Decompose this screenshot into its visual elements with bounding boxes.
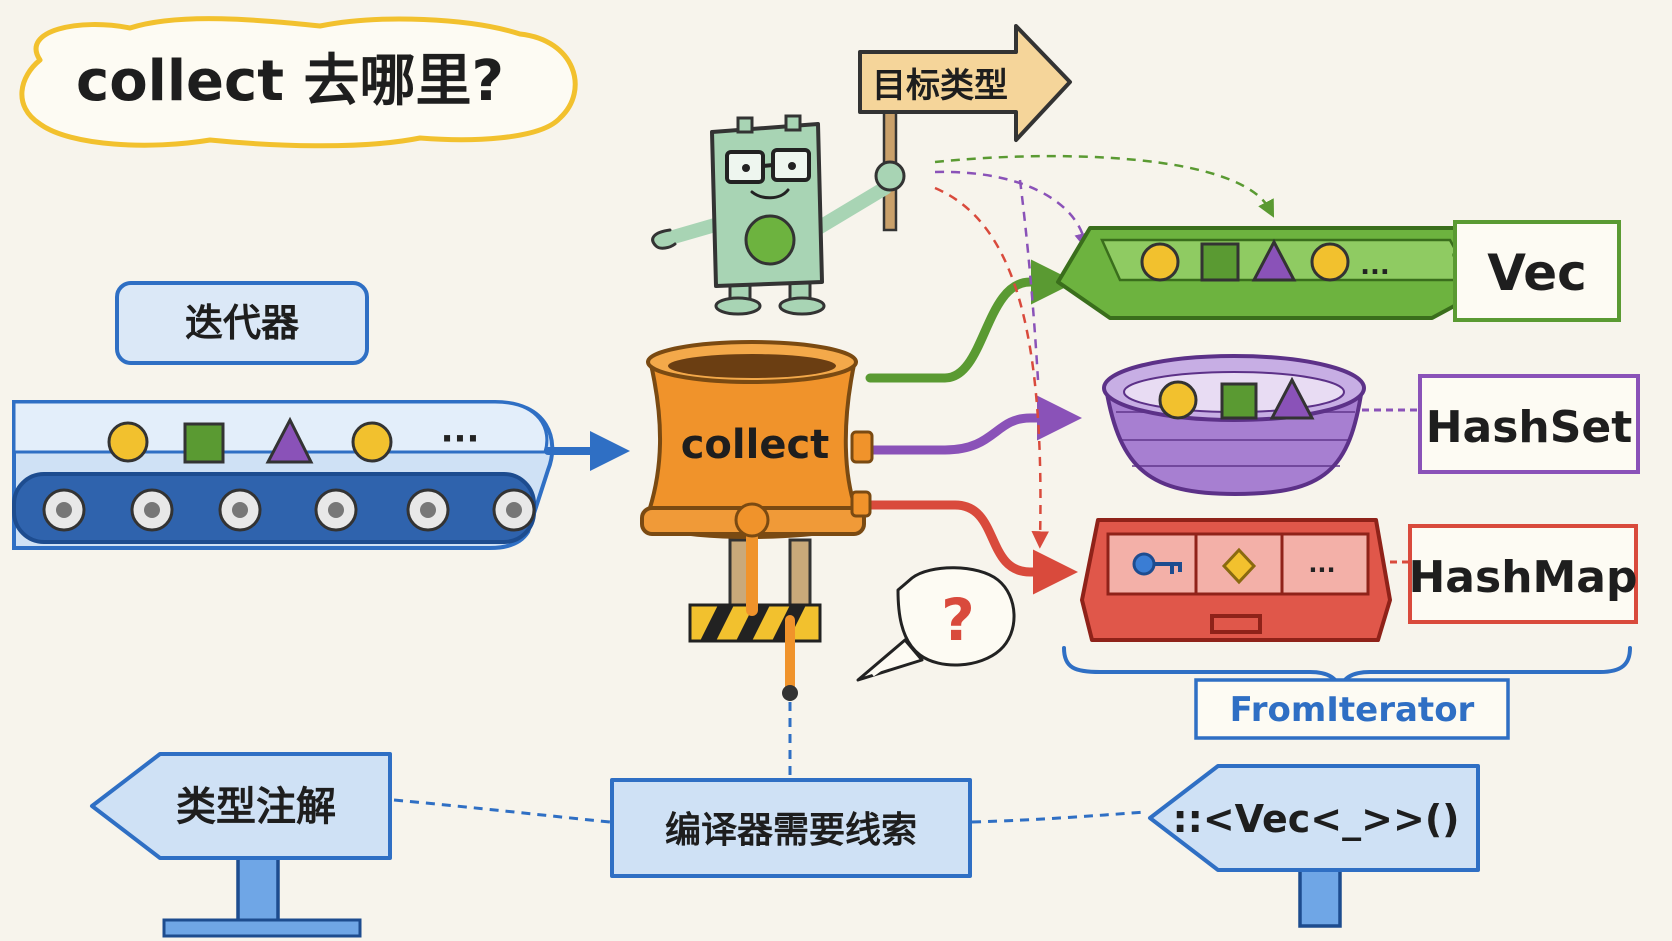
page-title: collect 去哪里? [76, 49, 504, 114]
purple-triangle-icon [1251, 238, 1297, 282]
hashmap-target: HashMap [1408, 524, 1638, 624]
green-square-icon [183, 422, 225, 464]
conveyor-items: ··· [107, 416, 480, 464]
hashset-target: HashSet [1418, 374, 1640, 474]
vec-target: Vec [1453, 220, 1621, 322]
key-icon [1132, 552, 1182, 576]
map-ellipsis: ... [1308, 550, 1335, 578]
iterator-label: 迭代器 [185, 301, 300, 345]
target-type-sign: 目标类型 [858, 24, 1072, 142]
hashmap-box: ... [1080, 518, 1392, 642]
hint-line-purple [934, 170, 1092, 251]
vec-label: Vec [1487, 244, 1587, 302]
collect-machine: collect [640, 340, 874, 701]
pipe-to-hashmap [863, 500, 1078, 595]
yellow-circle-icon [1310, 242, 1350, 282]
conveyor-rollers [42, 488, 536, 532]
yellow-circle-icon [351, 421, 393, 463]
iterator-label-box: 迭代器 [115, 281, 369, 365]
turbofish-sign: ::<Vec<_>>() [1148, 764, 1480, 928]
yellow-circle-icon [1158, 380, 1198, 420]
from-iterator-label: FromIterator [1230, 690, 1475, 730]
type-annotation-sign: 类型注解 [90, 752, 392, 938]
lever-knob-icon [782, 685, 798, 701]
green-square-icon [1200, 242, 1240, 282]
yellow-circle-icon [1140, 242, 1180, 282]
title-cloud: collect 去哪里? [19, 16, 578, 149]
compiler-needs-box: 编译器需要线索 [610, 778, 972, 878]
hint-line-purple-long [1018, 179, 1040, 381]
hashset-basket [1102, 354, 1366, 496]
robot-mascot: 目标类型 [651, 24, 1072, 316]
compiler-needs-label: 编译器需要线索 [665, 810, 917, 851]
hint-line-green [934, 154, 1275, 218]
green-button-icon [744, 214, 796, 266]
compiler-to-turbofish-line [971, 810, 1147, 824]
vec-tray: ... [1056, 226, 1497, 320]
hashset-label: HashSet [1426, 402, 1633, 453]
target-type-label: 目标类型 [872, 66, 1008, 106]
question-bubble: ? [856, 566, 1016, 682]
question-mark-icon: ? [941, 586, 975, 654]
gold-diamond-icon [1221, 547, 1257, 585]
green-square-icon [1220, 382, 1258, 420]
collect-label: collect [681, 422, 830, 468]
type-annotation-label: 类型注解 [176, 784, 336, 830]
from-iterator-box: FromIterator [1194, 678, 1510, 740]
hashmap-label: HashMap [1408, 552, 1637, 603]
conveyor-ellipsis: ··· [441, 419, 480, 459]
crank-knob-icon [734, 502, 770, 538]
conveyor-belt: ··· [12, 400, 555, 550]
hazard-base [688, 603, 822, 643]
pipe-to-vec [865, 259, 1076, 383]
purple-triangle-icon [265, 416, 314, 464]
turbofish-label: ::<Vec<_>>() [1172, 797, 1459, 841]
purple-triangle-icon [1269, 376, 1315, 420]
tray-ellipsis: ... [1360, 251, 1390, 281]
yellow-circle-icon [107, 421, 149, 463]
pipe-to-hashset [863, 395, 1082, 455]
annotation-to-compiler-line [393, 798, 611, 824]
hint-line-red [934, 186, 1049, 549]
